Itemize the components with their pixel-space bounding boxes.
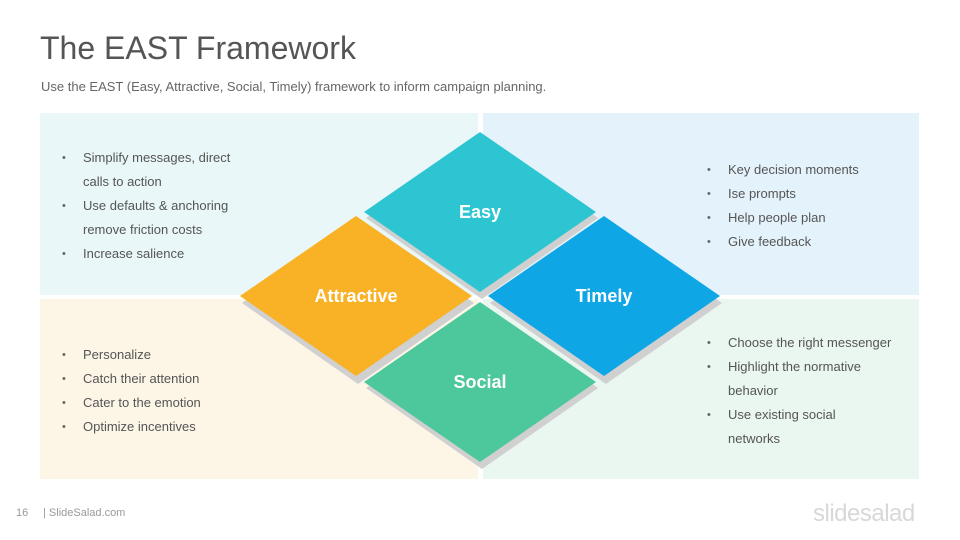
easy-bullet-list: Simplify messages, direct calls to actio…: [62, 146, 252, 266]
brand-logo: slidesalad: [813, 500, 915, 527]
timely-label: Timely: [576, 286, 633, 306]
social-diamond: [364, 302, 596, 462]
attractive-bullet-list: Personalize Catch their attention Cater …: [62, 343, 262, 439]
page-title: The EAST Framework: [40, 30, 356, 66]
list-item: Ise prompts: [707, 182, 907, 206]
easy-label: Easy: [459, 202, 501, 222]
attractive-diamond: [240, 216, 472, 376]
list-item: Give feedback: [707, 230, 907, 254]
list-item: Highlight the normative: [707, 355, 907, 379]
timely-diamond: [488, 216, 720, 376]
timely-bullet-list: Key decision moments Ise prompts Help pe…: [707, 158, 907, 254]
list-item: Personalize: [62, 343, 262, 367]
list-item: Choose the right messenger: [707, 331, 907, 355]
page-subtitle: Use the EAST (Easy, Attractive, Social, …: [41, 79, 547, 94]
easy-diamond: [364, 132, 596, 292]
attractive-label: Attractive: [314, 286, 397, 306]
list-item: Increase salience: [62, 242, 252, 266]
list-item-continuation: behavior: [728, 383, 778, 398]
list-item: Help people plan: [707, 206, 907, 230]
list-item: Cater to the emotion: [62, 391, 262, 415]
list-item: Use defaults & anchoring: [62, 194, 252, 218]
list-item: Key decision moments: [707, 158, 907, 182]
list-item-continuation: remove friction costs: [83, 222, 203, 237]
footer-source: | SlideSalad.com: [43, 507, 126, 519]
list-item: Catch their attention: [62, 367, 262, 391]
list-item: Use existing social: [707, 403, 907, 427]
list-item: Simplify messages, direct: [62, 146, 252, 170]
list-item-continuation: calls to action: [83, 174, 162, 189]
list-item: Optimize incentives: [62, 415, 262, 439]
page-number: 16: [16, 507, 29, 519]
social-label: Social: [453, 372, 506, 392]
social-bullet-list: Choose the right messenger Highlight the…: [707, 331, 907, 451]
list-item-continuation: networks: [728, 431, 781, 446]
